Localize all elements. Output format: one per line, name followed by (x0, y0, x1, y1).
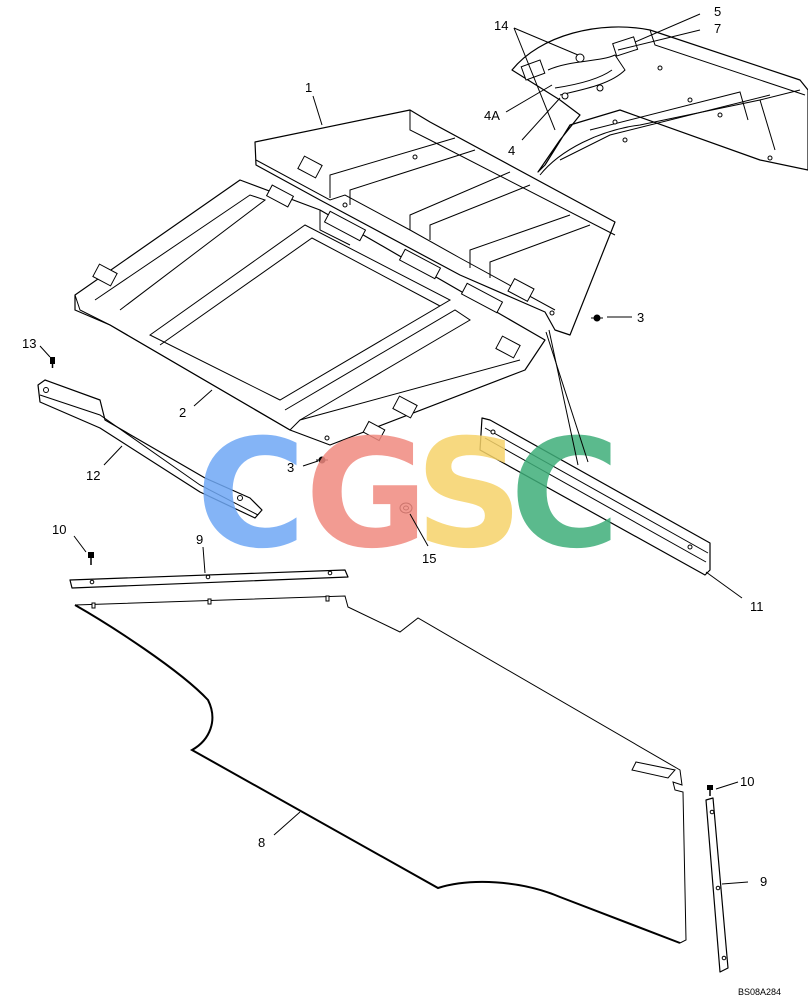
fender-assembly (511, 26, 808, 176)
callout-15: 15 (422, 551, 436, 566)
callout-9-lower: 9 (760, 874, 767, 889)
part-9-top-strip (69, 569, 349, 589)
callout-4a: 4A (484, 108, 500, 123)
part-11-side-rail (479, 417, 711, 576)
callout-8: 8 (258, 835, 265, 850)
callout-4: 4 (508, 143, 515, 158)
watermark-letter: C (196, 408, 306, 582)
callout-12: 12 (86, 468, 100, 483)
fastener-3-upper (591, 314, 603, 322)
fastener-3-lower (316, 456, 328, 464)
watermark-letter: C (510, 408, 620, 582)
part-8-panel (74, 595, 687, 944)
fastener-10-lower (707, 785, 713, 796)
fastener-10-upper (88, 552, 94, 565)
watermark: C G S C (196, 408, 620, 582)
callout-9-upper: 9 (196, 532, 203, 547)
callout-10-lower: 10 (740, 774, 754, 789)
callout-labels: 1 2 3 3 4 4A 5 7 8 9 9 10 10 11 12 13 14… (22, 4, 781, 997)
part-9-side-strip (705, 797, 729, 973)
callout-5: 5 (714, 4, 721, 19)
callout-3-upper: 3 (637, 310, 644, 325)
callout-7: 7 (714, 21, 721, 36)
callout-11: 11 (750, 599, 764, 614)
callout-3-lower: 3 (287, 460, 294, 475)
fastener-13 (50, 357, 55, 368)
part-1-rear-floor-pan (254, 109, 616, 336)
callout-2: 2 (179, 405, 186, 420)
callout-10-upper: 10 (52, 522, 66, 537)
part-2-front-floor-pan (74, 179, 546, 446)
drawing-code: BS08A284 (738, 987, 781, 997)
callout-1: 1 (305, 80, 312, 95)
fastener-15-nut (399, 502, 413, 514)
watermark-letter: G (305, 408, 428, 582)
leader-lines (39, 13, 749, 885)
callout-13: 13 (22, 336, 36, 351)
callout-14: 14 (494, 18, 508, 33)
part-12-side-bracket (37, 379, 263, 519)
watermark-letter: S (415, 408, 523, 582)
